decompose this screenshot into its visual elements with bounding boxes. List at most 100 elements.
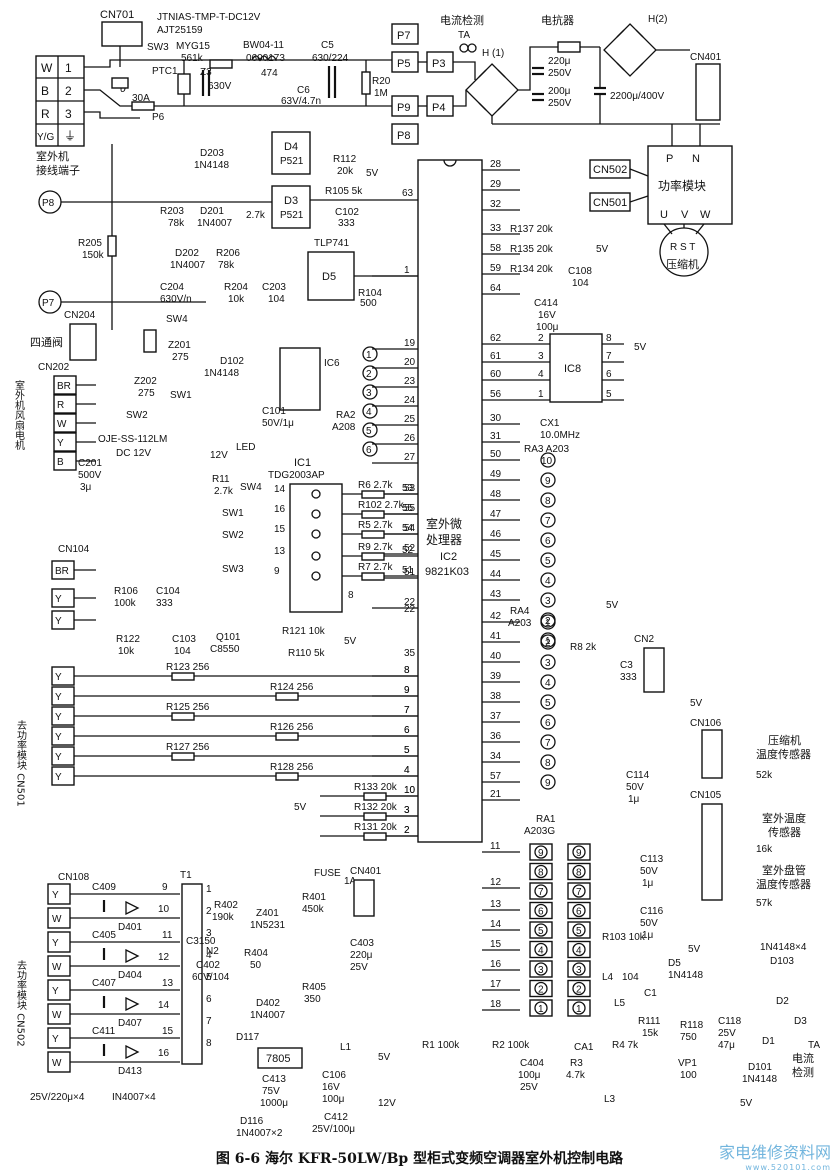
pm-p: P	[666, 153, 673, 165]
svg-text:IN4007×4: IN4007×4	[112, 1092, 156, 1103]
svg-text:22: 22	[404, 604, 416, 615]
cn202-pin-label: Y	[57, 438, 64, 449]
mcu-pin-label: 36	[490, 731, 502, 742]
ra1-left-circle	[534, 981, 548, 996]
r13x-resistor	[363, 832, 387, 841]
r20-label: R20	[372, 76, 391, 87]
sw3-label: SW3	[147, 42, 169, 53]
mcu-pin-label: 61	[490, 351, 502, 362]
svg-text:SW4: SW4	[240, 482, 262, 493]
l474-label: 474	[261, 68, 278, 79]
svg-text:25V/220μ×4: 25V/220μ×4	[30, 1092, 85, 1103]
psu-sec-pin: 15	[162, 1026, 174, 1037]
motor-rst: R S T	[670, 242, 695, 253]
ra1-left-circle	[534, 942, 548, 957]
ra4-pin-number: 2	[545, 638, 551, 649]
ra1-left-box	[529, 999, 553, 1017]
mcu-pin-label: 17	[490, 979, 502, 990]
svg-text:5V: 5V	[740, 1098, 753, 1109]
ra1-right-box	[567, 979, 591, 998]
mcu-pin-label: 15	[490, 939, 502, 950]
svg-text:1N4007×2: 1N4007×2	[236, 1128, 283, 1139]
ra3-pin-circle	[540, 552, 556, 568]
ra4-pin-number: 1	[545, 618, 551, 629]
ra2-pin-circle	[362, 384, 378, 400]
r13x-mcu-pin: 10	[404, 785, 416, 796]
svg-text:P7: P7	[42, 298, 55, 309]
mcu-pin-label: 30	[490, 413, 502, 424]
svg-text:R111: R111	[638, 1016, 661, 1027]
svg-text:104: 104	[622, 972, 639, 983]
svg-text:CA1: CA1	[574, 1042, 594, 1053]
c200-label: 200μ	[548, 86, 571, 97]
svg-text:275: 275	[172, 352, 189, 363]
svg-text:1N4007: 1N4007	[197, 218, 232, 229]
ra2-pin-circle	[362, 422, 378, 438]
svg-text:C402: C402	[196, 960, 220, 971]
ra1-right-circle	[572, 845, 586, 859]
svg-text:8: 8	[348, 590, 354, 601]
cn104-pin-label: Y	[55, 772, 62, 783]
svg-text:1N4148×4: 1N4148×4	[760, 942, 807, 953]
regulator-7805	[257, 1047, 303, 1069]
mcu-title-2: 处理器	[426, 533, 462, 547]
myg-label: MYG15	[176, 41, 210, 52]
ra4-pin-number: 5	[545, 698, 551, 709]
svg-text:10k: 10k	[228, 294, 245, 305]
ra1-left-number: 3	[538, 965, 544, 976]
ra1-right-circle	[572, 1001, 586, 1015]
svg-text:275: 275	[138, 388, 155, 399]
svg-text:52k: 52k	[756, 770, 773, 781]
svg-text:CN108: CN108	[58, 872, 90, 883]
mcu-pin-label: 46	[490, 529, 502, 540]
ra1-right-number: 3	[576, 965, 582, 976]
pm-u: U	[660, 209, 668, 221]
svg-text:350: 350	[304, 994, 321, 1005]
ra3-pin-circle	[540, 572, 556, 588]
cn104-resistor	[275, 732, 299, 741]
z3-label: Z3	[200, 67, 212, 78]
svg-text:1N4148: 1N4148	[668, 970, 703, 981]
pm-v: V	[681, 209, 689, 221]
svg-text:TLP741: TLP741	[314, 238, 349, 249]
tb-r: R	[41, 107, 50, 121]
mcu-pin-label: 20	[404, 357, 416, 368]
ic1-pin-number: 13	[274, 546, 286, 557]
ra2-pin-number: 1	[366, 350, 372, 361]
transformer-pin-number: 7	[206, 1016, 212, 1027]
svg-text:温度传感器: 温度传感器	[756, 747, 811, 761]
ra1-left-box	[529, 901, 553, 920]
mcu-ic-name: IC2	[440, 551, 457, 563]
mcu-pin-label: 19	[404, 338, 416, 349]
tb-caption-2: 接线端子	[36, 163, 80, 177]
svg-text:50V: 50V	[640, 918, 658, 929]
ra1-right-number: 9	[576, 848, 582, 859]
ic1-channel-dot	[311, 509, 321, 519]
ic1-resistor	[361, 490, 385, 499]
svg-text:5V: 5V	[688, 944, 701, 955]
transformer-pin-number: 1	[206, 884, 212, 895]
mcu-pin-label: 3	[404, 805, 410, 816]
psu-diode-label: D404	[118, 970, 142, 981]
ra1-left-circle	[534, 923, 548, 937]
ic1-resistor	[361, 530, 385, 539]
figure-caption: 图 6-6 海尔 KFR-50LW/Bp 型柜式变频空调器室外机控制电路	[215, 1151, 624, 1167]
svg-text:C3: C3	[620, 660, 633, 671]
cn104-resistor-label: R125 256	[166, 702, 210, 713]
ic1-mcu-pin: 54	[402, 523, 414, 534]
svg-text:R103 10k: R103 10k	[602, 932, 646, 943]
ra1-left-number: 7	[538, 887, 544, 898]
cn401-top: CN401	[690, 52, 722, 63]
transformer-pin-number: 2	[206, 906, 212, 917]
cn108-pin-label: Y	[52, 986, 59, 997]
mcu-pin-label: 58	[490, 243, 502, 254]
svg-text:R401: R401	[302, 892, 326, 903]
bw-label: BW04-11	[243, 40, 284, 51]
cn104-resistor	[275, 692, 299, 701]
psu-diode-label: D401	[118, 922, 142, 933]
ra3-pin-circle	[540, 492, 556, 508]
ra4-pin-circle	[540, 774, 556, 790]
cn104-resistor	[171, 672, 195, 681]
